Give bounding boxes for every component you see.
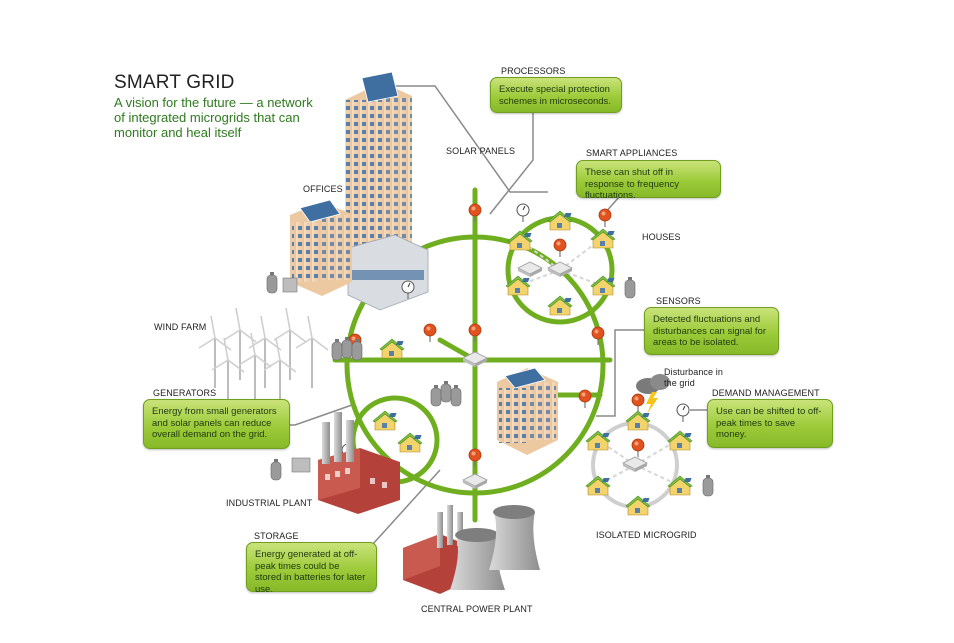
label-demand-management: DEMAND MANAGEMENT (712, 388, 820, 398)
callout-storage: Energy generated at off-peak times could… (246, 542, 377, 595)
central-power-plant (403, 505, 540, 594)
label-central-power-plant: CENTRAL POWER PLANT (421, 604, 533, 614)
batteries (266, 271, 714, 497)
office-building-small (290, 199, 352, 296)
label-industrial-plant: INDUSTRIAL PLANT (226, 498, 313, 508)
label-processors: PROCESSORS (501, 66, 566, 76)
label-houses: HOUSES (642, 232, 681, 242)
callout-processors: Execute special protection schemes in mi… (490, 77, 622, 113)
callout-sensors: Detected fluctuations and disturbances c… (644, 307, 779, 355)
center-building (497, 367, 558, 455)
grid-hubs (462, 261, 648, 490)
label-disturbance: Disturbance in the grid (664, 367, 723, 388)
label-offices: OFFICES (303, 184, 343, 194)
callout-smart-appliances: These can shut off in response to freque… (576, 160, 721, 201)
label-storage: STORAGE (254, 531, 299, 541)
label-wind-farm: WIND FARM (154, 322, 207, 332)
industrial-plant (318, 412, 400, 514)
office-tower (345, 71, 429, 311)
storm-cloud-icon (636, 374, 670, 414)
label-solar-panels: SOLAR PANELS (446, 146, 516, 156)
callout-generators: Energy from small generators and solar p… (143, 399, 290, 449)
label-generators: GENERATORS (153, 388, 217, 398)
page-subtitle: A vision for the future — a network of i… (114, 95, 313, 140)
label-sensors: SENSORS (656, 296, 701, 306)
label-smart-appliances: SMART APPLIANCES (586, 148, 678, 158)
wind-turbines (198, 307, 329, 411)
callout-demand-management: Use can be shifted to off-peak times to … (707, 399, 833, 448)
page-title: SMART GRID (114, 72, 235, 93)
label-isolated-microgrid: ISOLATED MICROGRID (596, 530, 697, 540)
